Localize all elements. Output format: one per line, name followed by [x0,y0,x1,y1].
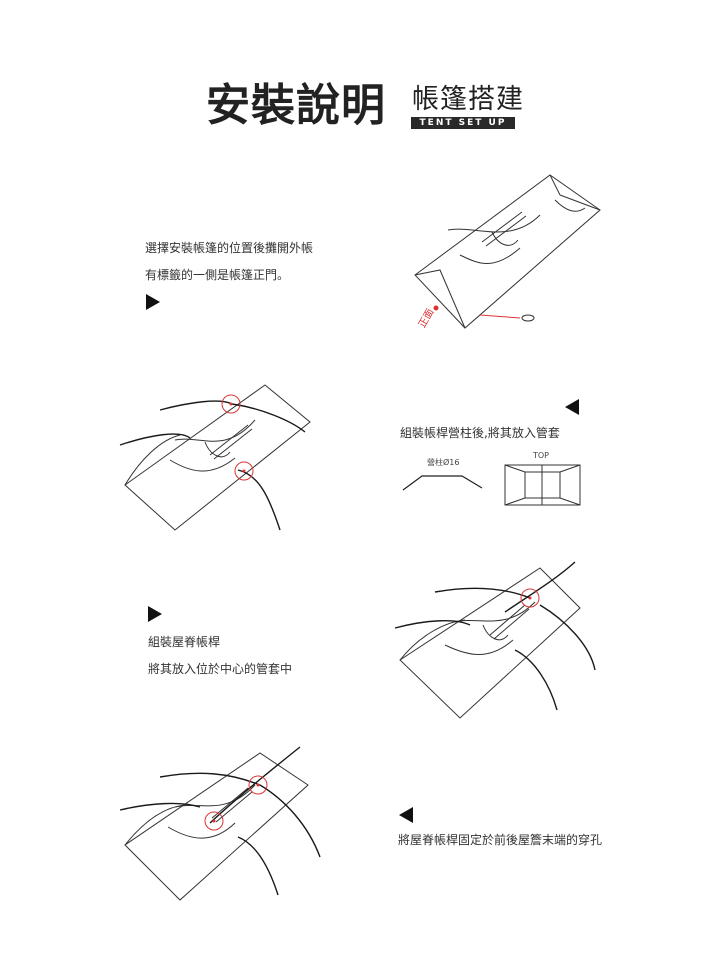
step3-line2: 將其放入位於中心的管套中 [148,662,293,676]
page-subtitle: 帳篷搭建 [412,84,524,115]
step3-tent-illustration [394,561,596,719]
step3-line1: 組裝屋脊帳桿 [148,635,221,649]
step2-tent-illustration [119,384,311,531]
arrow-left-icon [565,399,579,415]
step1-line2: 有標籤的一側是帳篷正門。 [145,268,290,282]
step1-tent-illustration [414,174,601,329]
top-view-diagram [504,464,581,506]
step4-tent-illustration [119,746,321,901]
pole-diagram [402,475,483,491]
arrow-right-icon [146,294,160,310]
step4-line1: 將屋脊帳桿固定於前後屋簷末端的穿孔 [398,833,603,847]
top-label: TOP [533,451,550,460]
pole-label: 營柱Ø16 [427,458,460,467]
step2-line1: 組裝帳桿營柱後,將其放入管套 [400,426,560,440]
arrow-right-icon [148,606,162,622]
title-badge: TENT SET UP [411,117,515,129]
step1-line1: 選擇安裝帳篷的位置後攤開外帳 [145,241,314,255]
arrow-left-icon [399,807,413,823]
page-title: 安裝說明 [206,80,386,131]
